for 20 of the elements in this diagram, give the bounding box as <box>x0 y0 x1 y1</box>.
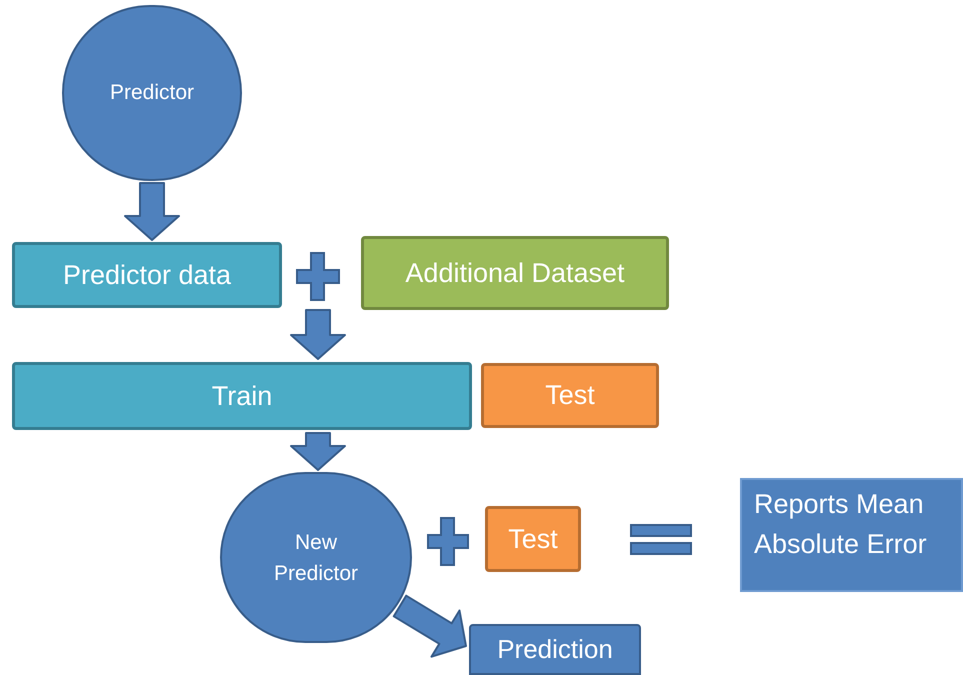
node-label: Predictor data <box>62 258 232 292</box>
process-box <box>485 506 581 572</box>
node-label: Prediction <box>497 633 613 666</box>
node-label: Test <box>545 379 595 412</box>
process-box <box>361 236 669 310</box>
node-label: Additional Dataset <box>405 256 625 290</box>
process-box <box>12 242 282 308</box>
process-box <box>481 363 659 428</box>
result-box <box>740 478 963 592</box>
node-label: New Predictor <box>272 530 360 586</box>
process-box <box>12 362 472 430</box>
node-label: Test <box>508 522 558 556</box>
block-arrow <box>392 594 467 658</box>
block-arrow <box>124 182 180 241</box>
node-label: Reports Mean Absolute Error <box>754 488 928 561</box>
node-label: Train <box>212 380 272 413</box>
process-box <box>469 624 641 675</box>
block-arrow <box>290 432 346 471</box>
block-arrow <box>290 309 346 360</box>
node-label: Predictor <box>110 80 194 106</box>
